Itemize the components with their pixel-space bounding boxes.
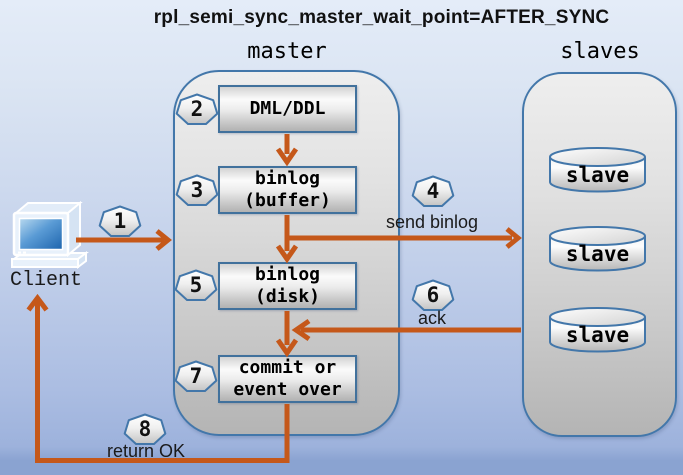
slave-node-2: slave	[548, 225, 647, 273]
binlog-disk-label-line2: (disk)	[254, 286, 321, 307]
return-ok-label: return OK	[106, 441, 186, 461]
step-badge-5: 5	[174, 269, 218, 303]
commit-label-line2: event over	[233, 379, 342, 400]
step-number: 7	[189, 364, 203, 388]
step-badge-6: 6	[411, 279, 455, 313]
page-title: rpl_semi_sync_master_wait_point=AFTER_SY…	[153, 7, 610, 28]
step-badge-4: 4	[411, 175, 455, 209]
step-badge-7: 7	[174, 360, 218, 394]
database-cylinder-icon	[549, 147, 646, 193]
slave-node-1: slave	[548, 146, 647, 194]
slaves-section-label: slaves	[560, 39, 640, 64]
binlog-disk-box: binlog (disk)	[218, 262, 357, 310]
master-section-label: master	[247, 39, 327, 64]
binlog-buffer-box: binlog (buffer)	[218, 166, 357, 214]
computer-icon	[11, 201, 89, 269]
step-number: 6	[426, 283, 440, 307]
dml-ddl-label: DML/DDL	[249, 98, 326, 119]
dml-ddl-box: DML/DDL	[218, 85, 357, 133]
step-number: 4	[426, 179, 440, 203]
binlog-buffer-label-line2: (buffer)	[244, 190, 331, 211]
database-cylinder-icon	[549, 307, 646, 353]
send-binlog-label: send binlog	[385, 212, 479, 232]
slave-node-label: slave	[565, 163, 630, 187]
slave-node-label: slave	[565, 323, 630, 347]
step-badge-2: 2	[175, 93, 219, 127]
step-number: 2	[190, 97, 204, 121]
binlog-disk-label-line1: binlog	[254, 264, 321, 285]
step-number: 1	[113, 209, 127, 233]
step-badge-1: 1	[98, 205, 142, 239]
step-number: 5	[189, 273, 203, 297]
client-label: Client	[9, 269, 82, 292]
ack-label: ack	[417, 308, 446, 328]
slave-node-3: slave	[548, 306, 647, 354]
step-badge-3: 3	[175, 174, 219, 208]
slave-node-label: slave	[565, 242, 630, 266]
step-number: 3	[190, 178, 204, 202]
commit-event-over-box: commit or event over	[218, 355, 357, 403]
database-cylinder-icon	[549, 226, 646, 272]
binlog-buffer-label-line1: binlog	[254, 168, 321, 189]
commit-label-line1: commit or	[238, 357, 337, 378]
